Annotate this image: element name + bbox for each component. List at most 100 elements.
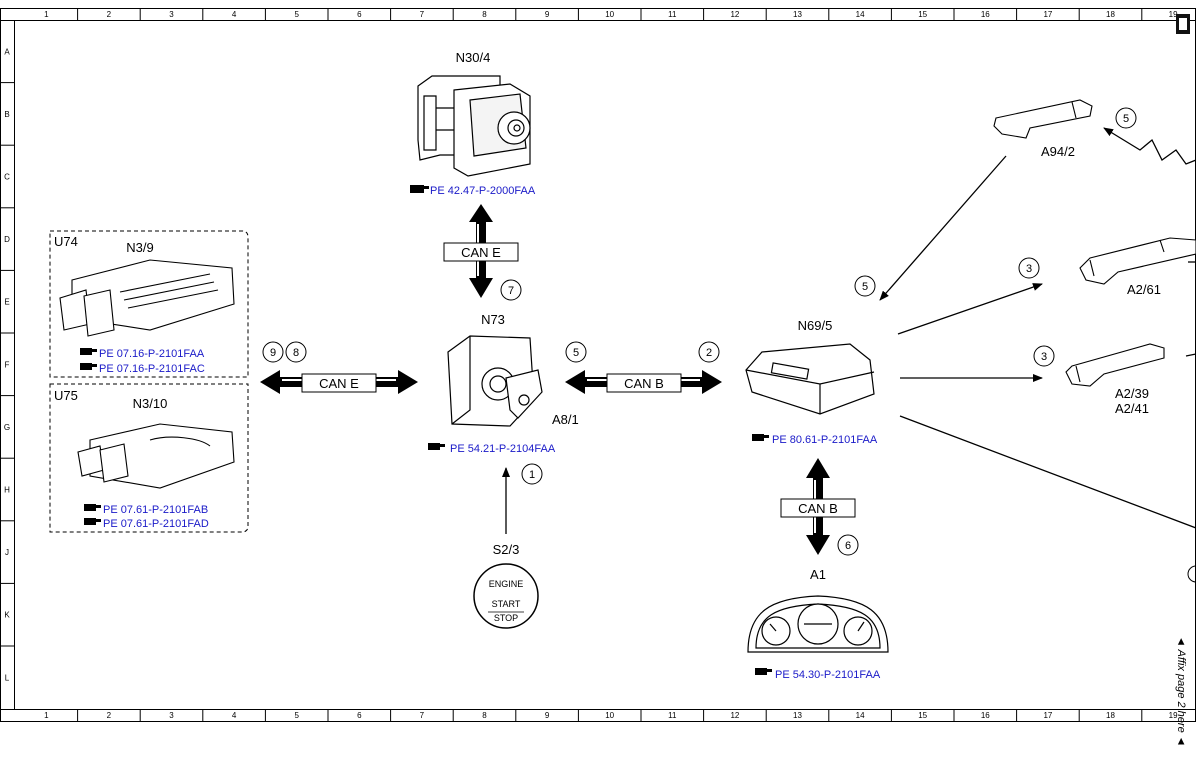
column-number: 3 [169,10,174,19]
column-number: 1 [44,711,49,720]
a1-drawing [747,595,889,653]
column-number: 16 [981,711,990,720]
component-a2-39[interactable]: A2/39 A2/41 [1065,343,1165,416]
row-letter: B [4,110,9,119]
u74-group-label: U74 [54,234,78,249]
column-number: 12 [730,10,739,19]
can-e-vertical-bus: CAN E [443,204,519,298]
row-letter: L [5,673,10,682]
n30-4-drawing [417,75,531,177]
partial-callout-edge [1187,565,1196,583]
u75-group-label: U75 [54,388,78,403]
affix-page-note: ◄ Affix page 2 here ◄ [1175,636,1187,747]
column-number: 2 [107,711,112,720]
svg-text:9: 9 [270,347,276,359]
column-number: 10 [605,711,614,720]
callout-5: 5 [1115,107,1137,129]
n69-5-drawing [745,343,875,415]
row-letter: K [4,611,10,620]
column-number: 3 [169,711,174,720]
component-n69-5[interactable]: N69/5 PE 80.61-P-2101FAA [745,318,878,446]
svg-text:5: 5 [573,347,579,359]
n69-5-label: N69/5 [798,318,833,333]
column-number: 13 [793,10,802,19]
svg-text:5: 5 [862,281,868,293]
svg-text:6: 6 [845,540,851,552]
n73-drawing [447,335,543,427]
column-number: 11 [668,711,677,720]
svg-text:3: 3 [1026,263,1032,275]
column-number: 8 [482,10,487,19]
component-u74[interactable]: U74 N3/9 PE 07.16-P-2101FAA PE 07.16-P-2… [49,230,249,378]
n3-9-reference-link-1[interactable]: PE 07.16-P-2101FAA [99,348,205,360]
n30-4-label: N30/4 [456,50,491,65]
component-s2-3[interactable]: S2/3 ENGINE START STOP [473,542,539,629]
column-number: 14 [856,711,865,720]
column-number: 5 [294,10,299,19]
column-number: 17 [1043,10,1052,19]
a2-41-label: A2/41 [1115,401,1149,416]
column-number: 6 [357,10,362,19]
callout-2: 2 [698,341,720,363]
can-e-vertical-label: CAN E [461,245,501,260]
component-n30-4[interactable]: N30/4 PE 42.47-P-2000FAA [410,50,536,197]
column-number: 1 [44,10,49,19]
can-b-vertical-label: CAN B [798,501,838,516]
n3-10-reference-link-1[interactable]: PE 07.61-P-2101FAB [103,504,208,516]
can-e-left-label: CAN E [319,376,359,391]
column-number: 8 [482,711,487,720]
stop-text: STOP [494,613,518,623]
column-number: 18 [1106,10,1115,19]
a2-61-drawing [1079,237,1196,285]
column-number: 4 [232,10,237,19]
component-a94-2[interactable]: A94/2 [993,99,1093,159]
page-corner-icon [1176,14,1190,34]
pointing-hand-icon [410,185,429,193]
svg-text:2: 2 [706,347,712,359]
n69-5-signal-lines [879,127,1196,529]
column-number: 18 [1106,711,1115,720]
pointing-hand-icon [428,443,445,450]
component-n73[interactable]: N73 A8/1 PE 54.21-P-2104FAA [428,312,579,455]
s2-3-label: S2/3 [493,542,520,557]
callout-9: 9 [262,341,284,363]
column-number: 11 [668,10,677,19]
a94-2-drawing [993,99,1093,139]
callout-5: 5 [565,341,587,363]
pointing-hand-icon [752,434,769,441]
pointing-hand-icon [84,504,101,525]
column-number: 16 [981,10,990,19]
callout-6: 6 [837,534,859,556]
callout-3: 3 [1033,345,1055,367]
n73-reference-link[interactable]: PE 54.21-P-2104FAA [450,443,556,455]
column-number: 4 [232,711,237,720]
n30-4-reference-link[interactable]: PE 42.47-P-2000FAA [430,185,536,197]
component-a2-61[interactable]: A2/61 [1079,237,1196,297]
a2-39-drawing [1065,343,1165,387]
a8-1-label: A8/1 [552,412,579,427]
row-letter: H [4,486,10,495]
start-text: START [492,599,521,609]
svg-text:3: 3 [1041,351,1047,363]
n69-5-reference-link[interactable]: PE 80.61-P-2101FAA [772,434,878,446]
n3-10-reference-link-2[interactable]: PE 07.61-P-2101FAD [103,518,209,530]
a1-reference-link[interactable]: PE 54.30-P-2101FAA [775,669,881,681]
svg-text:7: 7 [508,285,514,297]
n3-10-drawing [77,423,235,489]
can-e-left-bus: CAN E [260,370,418,394]
row-letter: A [4,47,10,56]
column-number: 13 [793,711,802,720]
column-number: 19 [1169,711,1178,720]
svg-text:8: 8 [293,347,299,359]
column-number: 9 [545,711,550,720]
n3-10-label: N3/10 [133,396,168,411]
component-u75[interactable]: U75 N3/10 PE 07.61-P-2101FAB PE 07.61-P-… [49,383,249,533]
column-number: 10 [605,10,614,19]
column-number: 14 [856,10,865,19]
row-letter: C [4,173,10,182]
row-letter: F [5,360,10,369]
n3-9-reference-link-2[interactable]: PE 07.16-P-2101FAC [99,363,205,375]
component-a1[interactable]: A1 PE 54.30-P-2101FAA [747,567,889,681]
column-number: 17 [1043,711,1052,720]
